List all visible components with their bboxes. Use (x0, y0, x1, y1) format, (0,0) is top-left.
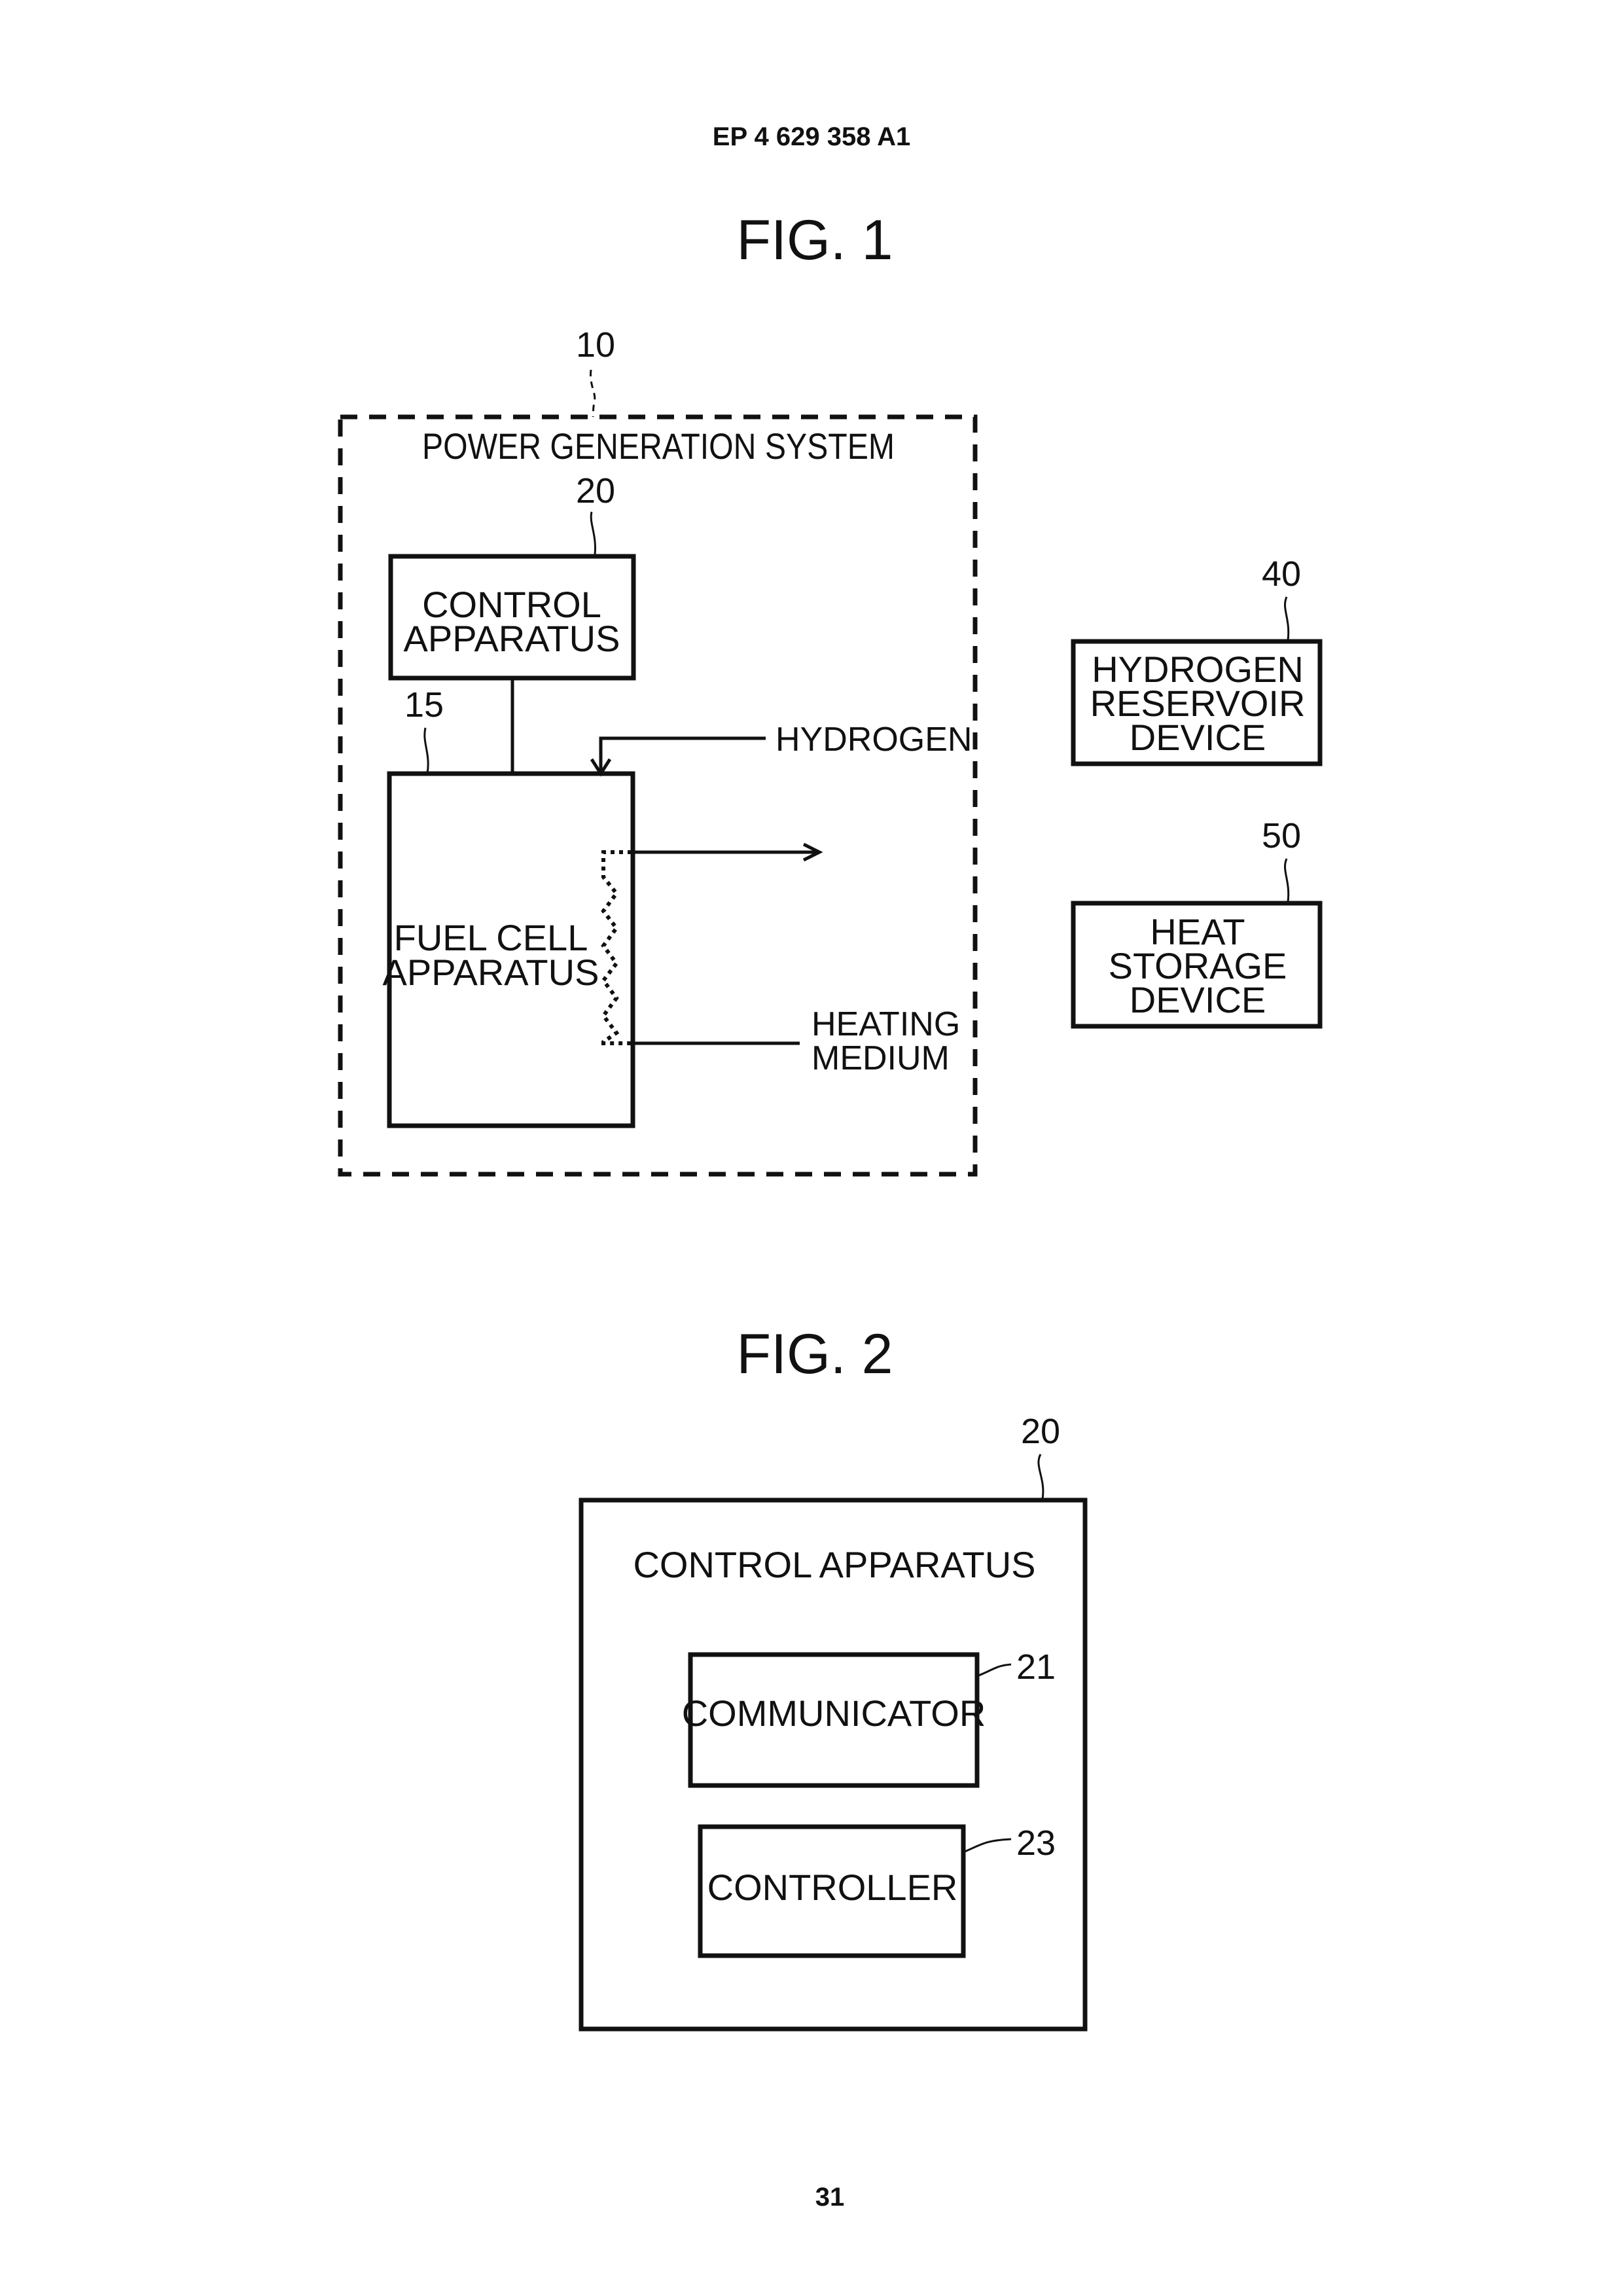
ref-21: 21 (1016, 1647, 1056, 1687)
fuel-cell-label-line-2: APPARATUS (383, 952, 599, 993)
heat-exchanger-coil (603, 852, 632, 1043)
publication-number: EP 4 629 358 A1 (713, 122, 910, 151)
ref-20: 20 (576, 471, 615, 511)
control-apparatus-label-line-2: APPARATUS (404, 618, 620, 659)
leader-line-20 (591, 512, 595, 555)
heat-storage-label-line-3: DEVICE (1130, 979, 1266, 1020)
communicator-label: COMMUNICATOR (682, 1693, 986, 1734)
communicator-block: COMMUNICATOR 21 (682, 1647, 1056, 1785)
hydrogen-input-line (601, 738, 766, 772)
leader-line-40 (1285, 597, 1288, 640)
ref-40: 40 (1262, 554, 1301, 594)
page-number: 31 (815, 2183, 845, 2212)
ref-10: 10 (576, 325, 615, 365)
hydrogen-input: HYDROGEN (592, 721, 972, 774)
leader-line-20-fig2 (1039, 1454, 1043, 1499)
figure-2: FIG. 2 20 CONTROL APPARATUS COMMUNICATOR… (581, 1323, 1085, 2029)
figure-2-title: FIG. 2 (737, 1323, 893, 1386)
hydrogen-reservoir-label-line-3: DEVICE (1130, 717, 1266, 758)
heat-storage-block: 50 HEAT STORAGE DEVICE (1073, 816, 1320, 1026)
control-apparatus-block: 20 CONTROL APPARATUS (391, 471, 633, 678)
leader-line-23 (963, 1839, 1011, 1852)
leader-line-50 (1285, 859, 1288, 902)
heating-medium-label-line-1: HEATING (812, 1005, 960, 1043)
ref-23: 23 (1016, 1823, 1056, 1863)
figure-1: FIG. 1 10 POWER GENERATION SYSTEM 20 CON… (340, 209, 1320, 1174)
control-apparatus-title: CONTROL APPARATUS (633, 1544, 1035, 1585)
leader-line-15 (425, 728, 428, 774)
controller-block: CONTROLLER 23 (700, 1823, 1056, 1956)
ref-50: 50 (1262, 816, 1301, 855)
fuel-cell-apparatus-block: 15 FUEL CELL APPARATUS (383, 685, 633, 1126)
controller-label: CONTROLLER (707, 1867, 958, 1908)
hydrogen-label: HYDROGEN (776, 721, 972, 759)
leader-line-10 (591, 370, 595, 417)
figure-1-title: FIG. 1 (737, 209, 893, 272)
heating-medium-flow: HEATING MEDIUM (633, 844, 960, 1077)
ref-15: 15 (404, 685, 444, 725)
leader-line-21 (977, 1664, 1011, 1676)
heating-medium-label-line-2: MEDIUM (812, 1039, 950, 1077)
hydrogen-reservoir-block: 40 HYDROGEN RESERVOIR DEVICE (1073, 554, 1320, 764)
ref-20-fig2: 20 (1021, 1412, 1060, 1451)
system-label: POWER GENERATION SYSTEM (422, 425, 895, 467)
